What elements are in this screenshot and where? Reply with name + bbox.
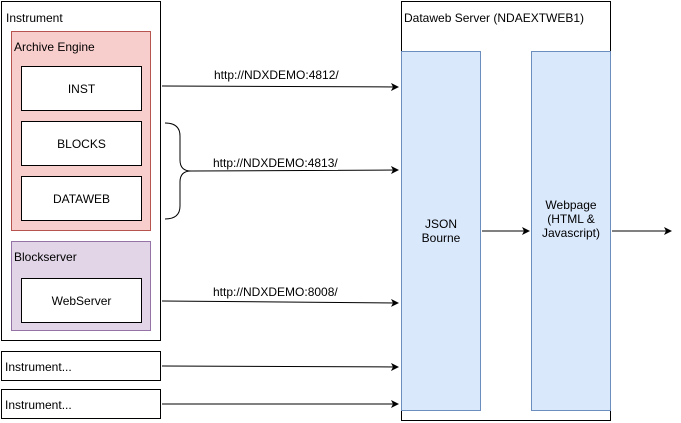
instrument-3-title: Instrument...	[5, 398, 72, 412]
dataweb-server-title: Dataweb Server (NDAEXTWEB1)	[404, 11, 585, 25]
arrow-inst-to-json	[161, 82, 399, 91]
label-blocks-dataweb-url: http://NDXDEMO:4813/	[213, 156, 338, 170]
json-bourne-node[interactable]: JSON Bourne	[401, 51, 481, 411]
blockserver-title: Blockserver	[14, 250, 77, 264]
dataweb-label: DATAWEB	[52, 191, 111, 206]
archive-engine-title: Archive Engine	[14, 40, 95, 54]
dataweb-node[interactable]: DATAWEB	[21, 176, 142, 221]
webserver-node[interactable]: WebServer	[21, 278, 142, 323]
arrow-blocks-dataweb-to-json	[190, 166, 399, 175]
instrument-2-title: Instrument...	[5, 360, 72, 374]
json-bourne-label: JSON Bourne	[421, 217, 461, 245]
blocks-node[interactable]: BLOCKS	[21, 121, 142, 166]
instrument-box-2[interactable]: Instrument...	[1, 351, 161, 381]
brace-blocks-dataweb	[164, 122, 192, 220]
webserver-label: WebServer	[51, 293, 112, 308]
label-webserver-url: http://NDXDEMO:8008/	[213, 285, 338, 299]
inst-node[interactable]: INST	[21, 66, 142, 111]
arrow-instrument-2-to-json	[161, 362, 399, 371]
webpage-label: Webpage (HTML & Javascript)	[541, 198, 600, 240]
inst-label: INST	[67, 81, 96, 96]
label-inst-url: http://NDXDEMO:4812/	[214, 68, 339, 82]
arrow-webserver-to-json	[161, 298, 399, 307]
webpage-node[interactable]: Webpage (HTML & Javascript)	[531, 51, 611, 411]
blocks-label: BLOCKS	[57, 136, 106, 151]
instrument-box-3[interactable]: Instrument...	[1, 389, 161, 419]
instrument-title: Instrument	[6, 11, 63, 25]
